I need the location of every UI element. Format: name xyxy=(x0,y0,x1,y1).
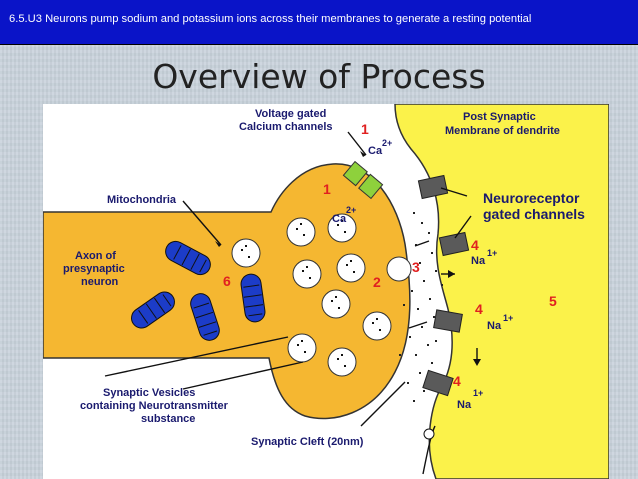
synaptic-cleft-label: Synaptic Cleft (20nm) xyxy=(251,436,364,448)
calcium-ion-top: Ca xyxy=(368,145,383,157)
step-number: 4 xyxy=(471,237,479,253)
sodium-charge: 1+ xyxy=(487,248,497,258)
step-number: 5 xyxy=(549,293,557,309)
step-number: 1 xyxy=(361,121,369,137)
step-number: 3 xyxy=(412,259,420,275)
sodium-ion: Na xyxy=(471,255,486,267)
calcium-ion-inner: Ca xyxy=(332,213,347,225)
calcium-channels-label: Calcium channels xyxy=(239,121,333,133)
axon-label: Axon of xyxy=(75,250,116,262)
step-number: 4 xyxy=(453,373,461,389)
arrow-heads xyxy=(215,151,481,366)
step-number: 1 xyxy=(323,181,331,197)
presynaptic-terminal xyxy=(43,163,411,420)
header-bar: 6.5.U3 Neurons pump sodium and potassium… xyxy=(0,0,638,45)
header-text: 6.5.U3 Neurons pump sodium and potassium… xyxy=(9,13,532,25)
neurotransmitter-dots xyxy=(399,212,443,402)
step-number: 4 xyxy=(475,301,483,317)
small-dot-marker xyxy=(423,428,435,440)
synaptic-vesicles xyxy=(231,213,412,377)
calcium-charge-top: 2+ xyxy=(382,138,392,148)
calcium-charge-inner: 2+ xyxy=(346,205,356,215)
synaptic-vesicles-label: Synaptic Vesicles xyxy=(103,387,195,399)
voltage-gated-label: Voltage gated xyxy=(255,108,326,120)
pointer-arrows xyxy=(104,131,478,475)
step-number: 2 xyxy=(373,274,381,290)
sodium-charge: 1+ xyxy=(473,388,483,398)
calcium-channel xyxy=(342,160,384,200)
neuron-label: neuron xyxy=(81,276,119,288)
slide-title: Overview of Process xyxy=(152,57,486,96)
neuroreceptor-channels xyxy=(417,174,470,397)
neuroreceptor-label: Neuroreceptor xyxy=(483,190,580,206)
neurotransmitter-label: containing Neurotransmitter xyxy=(80,400,229,412)
step-number: 6 xyxy=(223,273,231,289)
mitochondria-label: Mitochondria xyxy=(107,194,177,206)
sodium-ion: Na xyxy=(457,399,472,411)
substance-label: substance xyxy=(141,413,195,425)
membrane-dendrite-label: Membrane of dendrite xyxy=(445,125,560,137)
post-synaptic-label: Post Synaptic xyxy=(463,111,536,123)
vesicle-contents xyxy=(241,220,381,367)
sodium-charge: 1+ xyxy=(503,313,513,323)
gated-channels-label: gated channels xyxy=(483,206,585,222)
sodium-ion: Na xyxy=(487,320,502,332)
mitochondria-group xyxy=(131,240,266,341)
synapse-diagram: 1 1 2 3 4 4 4 5 6 Ca 2+ Ca 2+ Na 1+ Na 1… xyxy=(43,104,609,479)
presynaptic-label: presynaptic xyxy=(63,263,125,275)
